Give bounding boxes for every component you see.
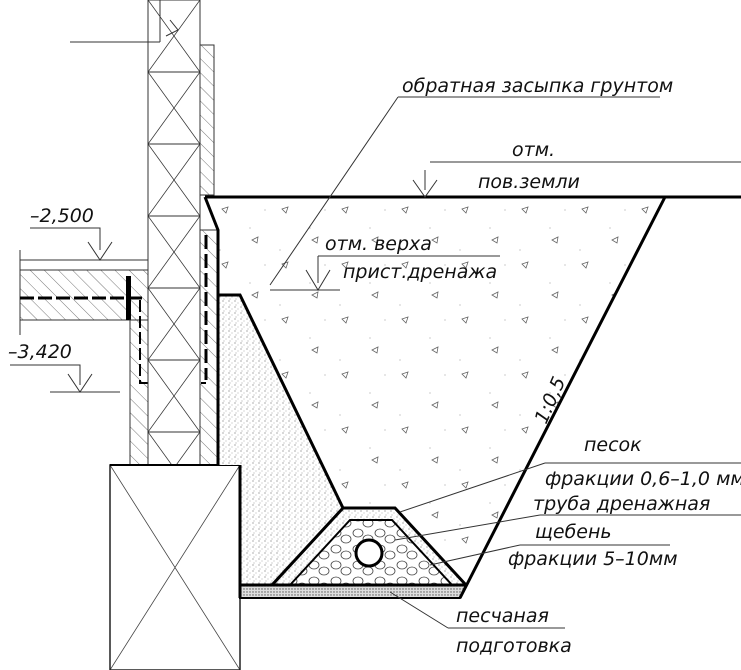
label-backfill: обратная засыпка грунтом [402,75,673,97]
label-bedding-1: песчаная [456,605,549,627]
block-wall [147,0,201,466]
label-drain-top-2: прист.дренажа [343,261,497,283]
label-pipe: труба дренажная [533,493,710,515]
label-sand-1: песок [584,434,642,456]
wall-protection [199,229,219,466]
label-level-3420: –3,420 [8,341,72,363]
label-drain-top-1: отм. верха [325,233,432,255]
label-ground-mark-1: отм. [512,139,555,161]
label-bedding-2: подготовка [456,635,572,657]
annotations [10,96,741,629]
sand-bedding [239,584,468,599]
label-level-2500: –2,500 [30,205,94,227]
label-gravel-2: фракции 5–10мм [508,548,678,570]
label-sand-2: фракции 0,6–1,0 мм [545,468,741,490]
sand-fill [218,295,466,585]
label-gravel-1: щебень [535,521,612,543]
foundation-block [109,464,241,670]
floor-slab [19,250,149,335]
drain-pipe [354,538,384,568]
label-ground-mark-2: пов.земли [478,171,580,193]
backfill-soil [205,197,665,585]
